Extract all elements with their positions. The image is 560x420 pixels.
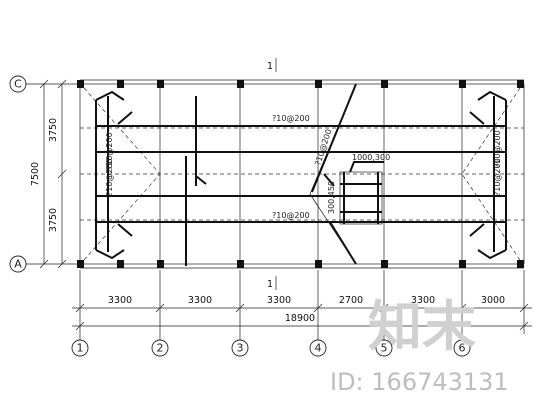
svg-text:3: 3 <box>237 342 244 355</box>
axis-bubble-5: 5 <box>375 339 393 357</box>
dim-span-3: 3300 <box>267 295 291 306</box>
note-right-lower: ?10@200 <box>493 158 502 196</box>
note-opening-height: 300,450 <box>327 181 336 214</box>
note-left-lower: ?10@200 <box>105 158 114 196</box>
columns <box>77 80 524 268</box>
dim-lower-vertical: 3750 <box>48 208 59 232</box>
dim-span-1: 3300 <box>108 295 132 306</box>
note-top-rebar: ?10@200 <box>272 114 310 123</box>
dim-total-horizontal: 18900 <box>285 313 315 324</box>
axis-bubble-1: 1 <box>71 339 89 357</box>
svg-text:C: C <box>14 78 22 91</box>
dim-span-4: 2700 <box>339 295 363 306</box>
dim-span-2: 3300 <box>188 295 212 306</box>
note-right-upper: ?10@200 <box>493 130 502 168</box>
svg-text:4: 4 <box>315 342 322 355</box>
axis-bubble-A: A <box>9 255 27 273</box>
svg-text:1: 1 <box>77 342 84 355</box>
vertical-dimension-chain: 7500 3750 3750 <box>30 79 67 269</box>
axis-bubble-C: C <box>9 75 27 93</box>
rebar-layout <box>95 83 507 266</box>
dim-total-vertical: 7500 <box>30 162 41 186</box>
note-bottom-rebar: ?10@200 <box>272 211 310 220</box>
svg-text:5: 5 <box>381 342 388 355</box>
watermark-logo: 知末 <box>368 295 476 358</box>
beam-grid <box>79 79 525 269</box>
note-opening-width: 1000,300 <box>352 153 390 162</box>
section-mark-bottom: 1 <box>267 279 273 290</box>
dim-upper-vertical: 3750 <box>48 118 59 142</box>
column-axes: 1 2 3 4 5 6 <box>71 312 471 357</box>
note-left-upper: ?10@200 <box>105 132 114 170</box>
axis-bubble-2: 2 <box>151 339 169 357</box>
section-mark-top: 1 <box>267 61 273 72</box>
svg-text:2: 2 <box>157 342 164 355</box>
dim-span-6: 3000 <box>481 295 505 306</box>
axis-bubble-6: 6 <box>453 339 471 357</box>
floor-opening <box>339 161 384 225</box>
watermark-id: ID: 166743131 <box>330 368 509 396</box>
dim-span-5: 3300 <box>411 295 435 306</box>
axis-bubble-4: 4 <box>309 339 327 357</box>
svg-text:6: 6 <box>459 342 466 355</box>
svg-text:A: A <box>14 258 22 271</box>
horizontal-dimension-chain: 3300 3300 3300 2700 3300 3000 18900 <box>72 270 532 334</box>
axis-bubble-3: 3 <box>231 339 249 357</box>
